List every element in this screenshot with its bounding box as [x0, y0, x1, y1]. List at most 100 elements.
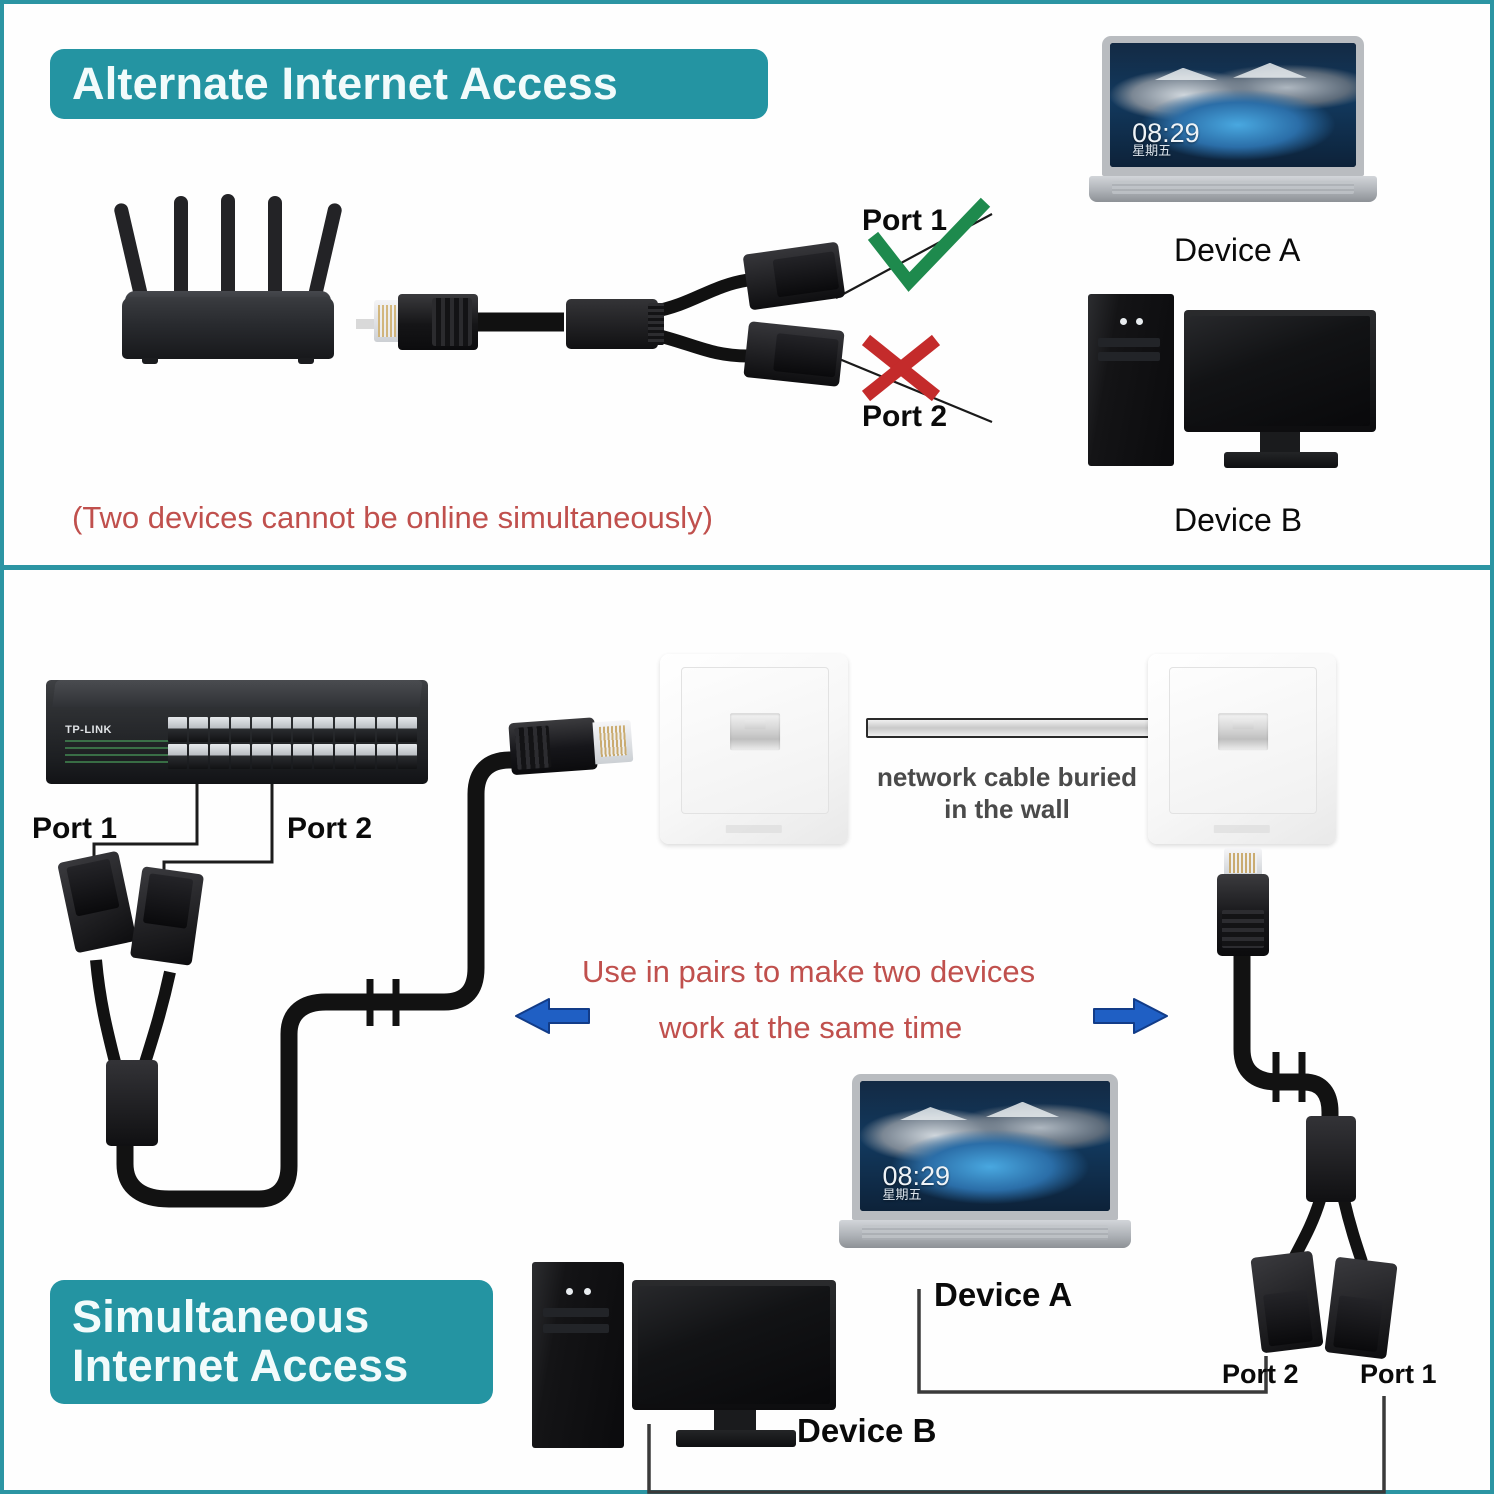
buried-cable-note-line2: in the wall [944, 793, 1070, 824]
wall-plate-right-jack [1218, 713, 1268, 751]
pc-monitor-foot-top [1224, 452, 1338, 468]
top-port2-label: Port 2 [862, 400, 948, 433]
switch-port [355, 717, 375, 743]
alternate-access-badge: Alternate Internet Access [50, 49, 768, 119]
switch-port [230, 717, 250, 743]
switch-port [314, 744, 334, 770]
switch-port2-label: Port 2 [287, 812, 373, 845]
switch-port [230, 744, 250, 770]
switch-port [397, 744, 417, 770]
right-branch-2 [1338, 1198, 1368, 1264]
pc-hdd-led-bottom [584, 1288, 591, 1295]
router-foot-right [298, 358, 314, 364]
left-splitter-jack-a [57, 850, 137, 954]
pc-power-led-top [1120, 318, 1127, 325]
router-antenna-4 [268, 196, 282, 318]
desktop-pc-device-b-bottom [532, 1262, 852, 1462]
switch-top-face [51, 680, 423, 708]
switch-port [251, 744, 271, 770]
switch-port [293, 744, 313, 770]
laptop-wallpaper-top [1110, 43, 1356, 167]
wall-plate-left-jack [730, 713, 780, 751]
wifi-router [112, 194, 344, 364]
router-antenna-3 [221, 194, 235, 318]
splitter-female-jack-port2 [743, 321, 845, 387]
splitter-branch-top-1 [650, 273, 750, 319]
bottom-splitter-port1-label: Port 1 [1360, 1359, 1437, 1389]
buried-cable-note: network cable buried in the wall [862, 762, 1152, 825]
pc-tower-top [1088, 294, 1174, 466]
wall-plate-left [660, 654, 848, 844]
left-splitter-jack-b [129, 866, 205, 966]
alternate-access-badge-text: Alternate Internet Access [72, 58, 619, 109]
laptop-keyboard-bottom [862, 1225, 1108, 1240]
pc-hdd-led-top [1136, 318, 1143, 325]
switch-port [209, 744, 229, 770]
pc-drive-slot2-top [1098, 352, 1161, 361]
switch-port [397, 717, 417, 743]
laptop-day-bottom: 星期五 [882, 1186, 922, 1202]
right-splitter-block [1306, 1116, 1356, 1202]
laptop-device-a-bottom: 08:29 星期五 [838, 1074, 1132, 1254]
panel-divider [4, 565, 1490, 570]
splitter-block-top [566, 299, 658, 349]
cross-mark-icon-a [861, 334, 941, 402]
switch-port [251, 717, 271, 743]
switch-port [293, 717, 313, 743]
wall-plate-left-inner [680, 667, 830, 814]
router-antenna-2 [174, 196, 188, 318]
bottom-splitter-port2-label: Port 2 [1222, 1359, 1299, 1389]
rj45-plug-right-plate [1214, 848, 1272, 958]
wall-plate-left-brand-mark [725, 824, 783, 833]
switch-port [209, 717, 229, 743]
pc-monitor-neck-bottom [714, 1410, 756, 1432]
simultaneous-access-badge-line1: Simultaneous [72, 1291, 370, 1343]
switch-port [189, 717, 208, 743]
splitter-branch-top-2 [650, 327, 749, 363]
simultaneous-access-badge-line2: Internet Access [72, 1340, 409, 1391]
wall-plate-right-jack-tab [1232, 719, 1254, 730]
buried-cable-bar [866, 718, 1150, 738]
simultaneous-access-badge: Simultaneous Internet Access [50, 1280, 493, 1404]
laptop-keyboard-top [1111, 180, 1355, 195]
right-splitter-jack-port1 [1324, 1256, 1398, 1360]
switch-port1-label: Port 1 [32, 812, 118, 845]
left-branch-1 [90, 959, 122, 1068]
pc-monitor-glass-top [1190, 316, 1370, 426]
switch-port [335, 717, 354, 743]
switch-port [335, 744, 354, 770]
laptop-clock-top: 08:29 [1132, 118, 1200, 149]
pc-monitor-neck-top [1260, 432, 1300, 454]
pc-drive-slot2-bottom [543, 1324, 610, 1334]
switch-port-array [168, 717, 417, 770]
arrow-left-icon [515, 998, 590, 1034]
laptop-screen-top: 08:29 星期五 [1110, 43, 1356, 167]
left-branch-2 [138, 970, 176, 1068]
pc-monitor-glass-bottom [638, 1286, 830, 1404]
laptop-screen-bottom: 08:29 星期五 [860, 1081, 1110, 1211]
laptop-base-bottom [838, 1220, 1132, 1248]
wall-plate-left-jack-tab [744, 719, 766, 730]
pc-monitor-top [1184, 310, 1376, 432]
switch-port [168, 717, 188, 743]
laptop-device-a-top: 08:29 星期五 [1088, 36, 1378, 208]
rj45-plug-left-plate [508, 712, 634, 778]
switch-port [376, 717, 396, 743]
switch-port [376, 744, 396, 770]
splitter-female-jack-port1 [742, 241, 846, 311]
switch-port [355, 744, 375, 770]
laptop-lid-bottom: 08:29 星期五 [852, 1074, 1118, 1220]
pc-drive-slot-bottom [543, 1308, 610, 1318]
splitter-block-top-ridges [648, 303, 664, 345]
bottom-device-b-label: Device B [797, 1412, 937, 1449]
laptop-day-top: 星期五 [1132, 143, 1172, 159]
switch-port [272, 744, 292, 770]
right-splitter-cable [1233, 944, 1339, 1144]
switch-port [168, 744, 188, 770]
desktop-pc-device-b-top [1088, 294, 1388, 479]
switch-status-leds [65, 740, 180, 768]
left-splitter-block [106, 1060, 158, 1146]
arrow-right-icon [1093, 998, 1168, 1034]
pc-monitor-foot-bottom [676, 1430, 796, 1447]
